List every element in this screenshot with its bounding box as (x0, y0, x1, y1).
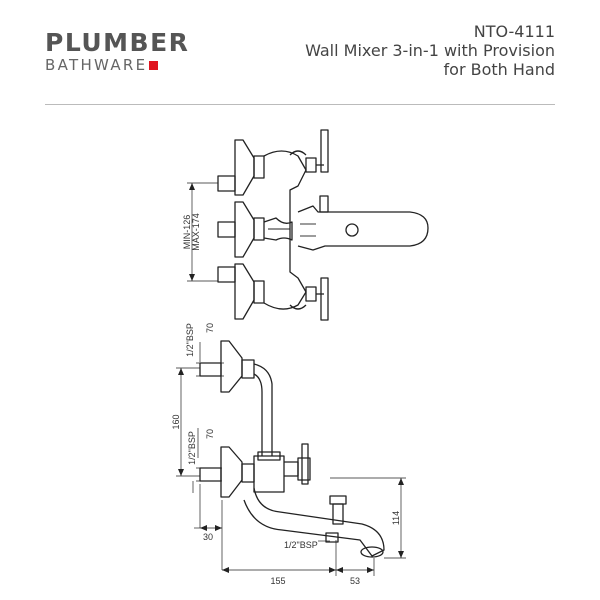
top-view-drawing (187, 129, 429, 321)
dim-bsp-upper: 1/2"BSP (185, 323, 195, 357)
dim-70-upper: 70 (205, 323, 215, 333)
product-header: NTO-4111 Wall Mixer 3-in-1 with Provisio… (305, 22, 555, 79)
brand-sub-text: BATHWARE (45, 56, 148, 74)
brand-subname: BATHWARE (45, 56, 189, 74)
top-middle-valve (217, 201, 265, 258)
product-code: NTO-4111 (473, 22, 555, 41)
product-title-line1: Wall Mixer 3-in-1 with Provision (305, 41, 555, 60)
dim-top-max: MAX-174 (191, 213, 201, 251)
front-view-drawing (176, 340, 406, 576)
top-lower-valve (217, 263, 265, 320)
brand-accent-square (149, 60, 159, 70)
top-upper-valve (217, 139, 265, 196)
dim-bsp-spout: 1/2"BSP (284, 540, 318, 550)
dim-53: 53 (350, 576, 360, 586)
header-divider (45, 104, 555, 105)
dim-30: 30 (203, 532, 213, 542)
brand-logo: PLUMBER BATHWARE (45, 28, 190, 75)
brand-name: PLUMBER (45, 28, 190, 57)
dim-114: 114 (391, 511, 401, 525)
dim-bsp-lower: 1/2"BSP (187, 431, 197, 465)
dim-160: 160 (171, 414, 181, 429)
dim-top-min: MIN-126 (182, 215, 192, 250)
dim-70-lower: 70 (205, 429, 215, 439)
product-title-line2: for Both Hand (443, 60, 555, 79)
dim-155: 155 (270, 576, 285, 586)
